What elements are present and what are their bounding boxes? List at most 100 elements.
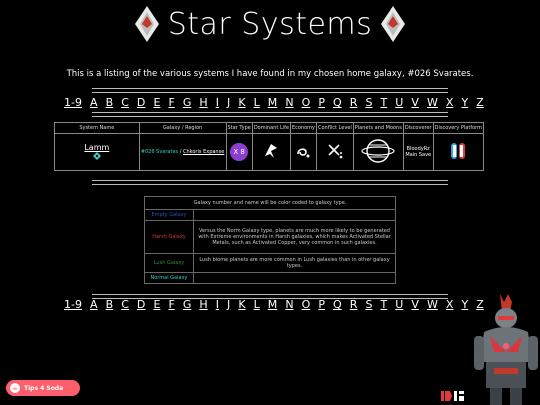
divider <box>92 180 448 185</box>
alpha-link[interactable]: J <box>227 298 231 311</box>
legend-description <box>193 272 396 284</box>
alpha-link[interactable]: X <box>445 96 454 109</box>
alpha-link[interactable]: 1-9 <box>64 96 82 109</box>
star-type-cell: X 8 <box>225 133 253 171</box>
alpha-link[interactable]: L <box>253 298 260 311</box>
alpha-link[interactable]: S <box>365 96 373 109</box>
column-header: Discovery Platform <box>432 122 485 134</box>
galaxy-name: #026 Svarates <box>140 149 179 155</box>
alpha-link[interactable]: E <box>153 298 161 311</box>
galaxy-legend: Galaxy number and name will be color cod… <box>144 196 396 284</box>
alpha-link[interactable]: C <box>121 96 129 109</box>
alpha-link[interactable]: D <box>136 96 146 109</box>
alpha-link[interactable]: C <box>121 298 129 311</box>
alpha-link[interactable]: A <box>90 96 98 109</box>
discoverer-name: BloodyRz <box>406 146 430 152</box>
alpha-link[interactable]: N <box>285 298 294 311</box>
column-header: System Name <box>54 122 140 134</box>
alpha-link[interactable]: K <box>238 298 246 311</box>
galaxy-region-cell: #026 Svarates / Chkoris Expanse <box>138 133 227 171</box>
alpha-link[interactable]: Q <box>333 96 342 109</box>
region-separator: / <box>179 149 182 155</box>
table-row: Lamm #026 Svarates / Chkoris Expanse X 8 <box>54 133 485 171</box>
alpha-link[interactable]: T <box>380 298 388 311</box>
alpha-link[interactable]: O <box>301 96 311 109</box>
alpha-link[interactable]: I <box>215 298 219 311</box>
column-header: Economy <box>289 122 318 134</box>
alpha-link[interactable]: V <box>411 96 419 109</box>
planets-icon <box>361 139 395 163</box>
alpha-link[interactable]: H <box>199 298 208 311</box>
alpha-link[interactable]: I <box>215 96 219 109</box>
legend-galaxy-name: Normal Galaxy <box>144 272 194 284</box>
legend-row: Harsh Galaxy Versus the Norm Galaxy type… <box>144 220 396 254</box>
tips-button[interactable]: ☕ Tips 4 Soda <box>6 380 80 396</box>
alpha-link[interactable]: K <box>238 96 246 109</box>
alpha-link[interactable]: G <box>182 96 192 109</box>
alpha-link[interactable]: Z <box>476 298 484 311</box>
tips-label: Tips 4 Soda <box>24 384 64 392</box>
alpha-link[interactable]: W <box>426 96 438 109</box>
conflict-cell <box>316 133 354 171</box>
alpha-link[interactable]: U <box>395 96 404 109</box>
region-link[interactable]: Chkoris Expanse <box>183 149 225 155</box>
divider <box>92 294 448 299</box>
column-header: Galaxy / Region <box>138 122 227 134</box>
alpha-link[interactable]: Y <box>461 298 469 311</box>
alphabet-nav: 1-9 A B C D E F G H I J K L M N O P Q R … <box>64 96 484 109</box>
alphabet-nav: 1-9 A B C D E F G H I J K L M N O P Q R … <box>64 298 484 311</box>
intro-text: This is a listing of the various systems… <box>66 69 474 79</box>
economy-icon <box>297 148 310 158</box>
system-name-cell: Lamm <box>54 133 140 171</box>
legend-description <box>193 209 396 221</box>
alpha-link[interactable]: M <box>267 298 278 311</box>
alpha-link[interactable]: V <box>411 298 419 311</box>
divider <box>92 112 448 117</box>
alpha-link[interactable]: D <box>136 298 146 311</box>
alpha-link[interactable]: B <box>105 298 114 311</box>
legend-row: Empty Galaxy <box>144 209 396 221</box>
alpha-link[interactable]: R <box>349 96 358 109</box>
alpha-link[interactable]: W <box>426 298 438 311</box>
alpha-link[interactable]: F <box>168 298 175 311</box>
column-header: Dominant Life <box>251 122 291 134</box>
alpha-link[interactable]: P <box>318 298 325 311</box>
legend-description: Versus the Norm Galaxy type, planets are… <box>193 220 396 254</box>
switch-platform-icon <box>451 143 466 159</box>
alpha-link[interactable]: G <box>182 298 192 311</box>
alpha-link[interactable]: J <box>227 96 231 109</box>
alpha-link[interactable]: X <box>445 298 454 311</box>
table-header-row: System Name Galaxy / Region Star Type Do… <box>54 122 485 134</box>
coffee-cup-icon: ☕ <box>10 383 20 393</box>
alpha-link[interactable]: F <box>168 96 175 109</box>
legend-galaxy-name: Empty Galaxy <box>144 209 194 221</box>
system-name-link[interactable]: Lamm <box>84 142 110 152</box>
alpha-link[interactable]: O <box>301 298 311 311</box>
alpha-link[interactable]: N <box>285 96 294 109</box>
alpha-link[interactable]: 1-9 <box>64 298 82 311</box>
divider <box>92 88 448 93</box>
alpha-link[interactable]: P <box>318 96 325 109</box>
brand-logo-icon <box>441 391 464 401</box>
alpha-link[interactable]: U <box>395 298 404 311</box>
alpha-link[interactable]: Y <box>461 96 469 109</box>
alpha-link[interactable]: E <box>153 96 161 109</box>
alpha-link[interactable]: L <box>253 96 260 109</box>
nms-atlas-logo-icon <box>381 6 406 42</box>
legend-heading: Galaxy number and name will be color cod… <box>144 196 396 210</box>
alpha-link[interactable]: B <box>105 96 114 109</box>
alpha-link[interactable]: Q <box>333 298 342 311</box>
page-header: Star Systems <box>0 4 540 44</box>
discoverer-save: Main Save <box>405 152 432 158</box>
planets-cell <box>352 133 404 171</box>
alpha-link[interactable]: M <box>267 96 278 109</box>
star-type-icon: X 8 <box>230 143 249 161</box>
alpha-link[interactable]: R <box>349 298 358 311</box>
legend-galaxy-name: Harsh Galaxy <box>144 220 194 254</box>
column-header: Planets and Moons <box>352 122 404 134</box>
alpha-link[interactable]: A <box>90 298 98 311</box>
alpha-link[interactable]: T <box>380 96 388 109</box>
alpha-link[interactable]: S <box>365 298 373 311</box>
alpha-link[interactable]: H <box>199 96 208 109</box>
alpha-link[interactable]: Z <box>476 96 484 109</box>
